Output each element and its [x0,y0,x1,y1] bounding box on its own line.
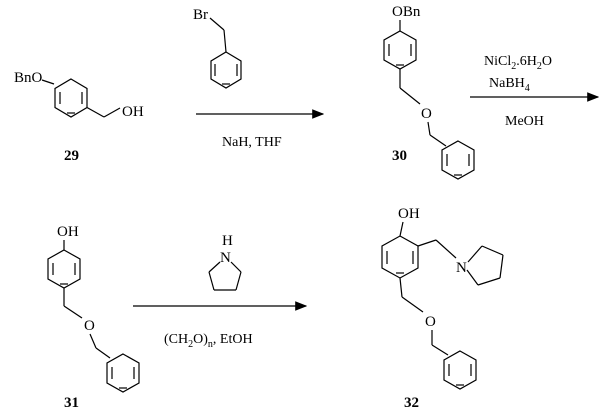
conditions-step2-line3: MeOH [505,114,544,129]
phenol-oh-label-32: OH [398,206,420,222]
compound-number-29: 29 [64,148,79,164]
conditions-step2-line2: NaBH4 [489,76,530,94]
reaction-arrow-1: NaH, THF [196,109,325,150]
bno-label: BnO [14,70,43,86]
compound-number-31: 31 [64,395,79,410]
pyrrolidine-n-label: N [220,250,231,266]
benzyl-bromide: Br [193,7,242,89]
conditions-step2-line1: NiCl2.6H2O [484,54,552,72]
compound-30: OBn O 30 [383,4,475,180]
reaction-arrow-2: NiCl2.6H2O NaBH4 MeOH [470,54,600,129]
compound-number-32: 32 [404,395,419,410]
phenol-oh-label: OH [57,224,79,240]
ether-o-label: O [421,106,432,122]
compound-number-30: 30 [392,148,407,164]
compound-31: OH O 31 [47,224,140,410]
pyrrolidine: H N [208,233,242,291]
pyrrolidine-n-label-32: N [456,260,467,276]
obn-label: OBn [392,4,421,20]
pyrrolidine-h-label: H [222,233,233,249]
compound-29: BnO OH 29 [14,70,144,164]
conditions-step3: (CH2O)n, EtOH [164,332,253,350]
ether-o-label-32: O [425,314,436,330]
br-label: Br [193,7,208,23]
ether-o-label-31: O [84,318,95,334]
compound-32: OH N O 32 [381,206,504,410]
reaction-arrow-3: (CH2O)n, EtOH [133,301,308,350]
conditions-step1: NaH, THF [222,135,282,150]
oh-label: OH [122,104,144,120]
